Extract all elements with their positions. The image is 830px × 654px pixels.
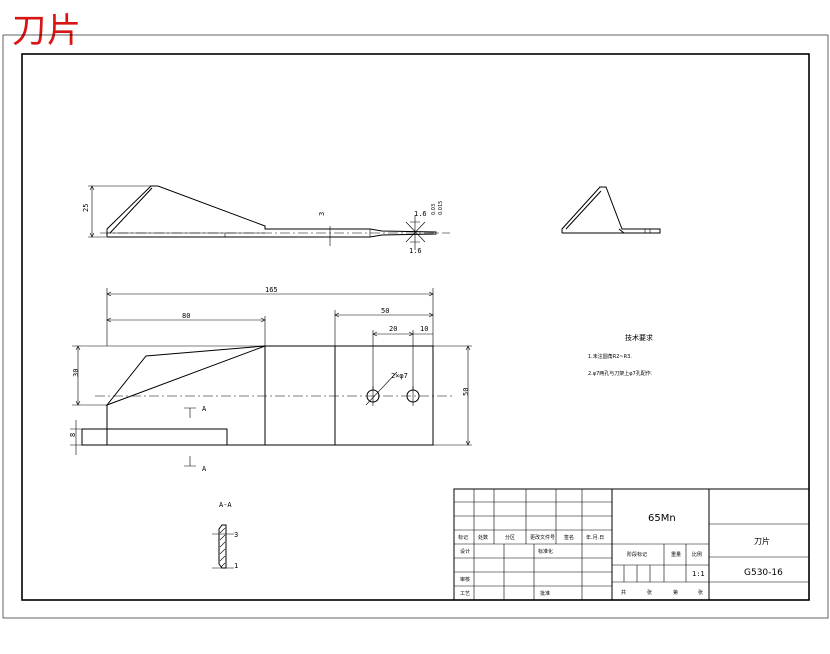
tb-part-name: 刀片 xyxy=(754,536,770,546)
section-mark-bottom: A xyxy=(202,465,207,473)
section-a-a: A-A 3 1 xyxy=(212,501,238,570)
tech-req-heading: 技术要求 xyxy=(625,333,653,342)
tb-sheet-label-3: 张 xyxy=(698,589,703,596)
dim-total-height: 50 xyxy=(462,388,470,396)
dim-hole-edge: 10 xyxy=(420,325,428,333)
tech-requirements: 技术要求 1.未注圆角R2~R3. 2.φ7两孔与刀架上φ7孔配作. xyxy=(588,333,653,377)
tb-row-design: 设计 xyxy=(460,548,470,555)
dim-base-height: 8 xyxy=(69,433,77,437)
plan-view: 2×φ7 165 80 50 20 10 30 8 50 A A xyxy=(69,286,472,473)
sheet-outer-border xyxy=(2,34,829,619)
tb-row-process: 工艺 xyxy=(460,591,470,597)
dim-web-thickness: 3 xyxy=(318,212,326,216)
dim-hole-spacing: 20 xyxy=(389,325,397,333)
dim-blade-length: 80 xyxy=(182,312,190,320)
front-view: 25 3 1.6 1.6 0.03 0.015 xyxy=(82,185,450,255)
title-block: 标记 处数 分区 更改文件号 签名 年.月.日 设计 标准化 审核 工艺 批准 … xyxy=(453,488,810,601)
section-label: A-A xyxy=(219,501,232,509)
title-mark: 刀片 xyxy=(12,11,82,51)
tb-material: 65Mn xyxy=(648,513,676,524)
tb-drawing-number: G530-16 xyxy=(744,568,783,578)
dim-tolerance-1: 0.03 xyxy=(431,204,437,215)
side-view xyxy=(561,186,661,234)
tb-sheet-label-2: 第 xyxy=(673,589,678,596)
tb-header-4: 签名 xyxy=(564,534,574,541)
tech-req-line-1: 1.未注圆角R2~R3. xyxy=(588,353,632,360)
dim-blade-height: 30 xyxy=(72,369,80,377)
tb-header-2: 分区 xyxy=(505,534,515,541)
dim-slot-width: 50 xyxy=(381,307,389,315)
tb-header-3: 更改文件号 xyxy=(530,534,555,541)
tb-sheet-label-0: 共 xyxy=(621,589,626,596)
dim-hole-callout: 2×φ7 xyxy=(391,372,408,380)
dim-total-length: 165 xyxy=(265,286,278,294)
tb-sheet-label-1: 张 xyxy=(647,589,652,596)
section-dim-top: 3 xyxy=(234,531,238,539)
dim-tip-upper: 1.6 xyxy=(414,210,427,218)
dim-tip-lower: 1.6 xyxy=(409,247,422,255)
drawing-frame xyxy=(21,53,810,601)
tb-scale-label: 比例 xyxy=(692,551,702,558)
tb-row-review: 审核 xyxy=(460,576,470,583)
tb-header-1: 处数 xyxy=(478,534,488,541)
section-mark-top: A xyxy=(202,405,207,413)
tb-scale-value: 1:1 xyxy=(692,570,705,578)
dim-tolerance-2: 0.015 xyxy=(438,201,444,215)
tb-header-0: 标记 xyxy=(458,534,468,541)
tb-header-5: 年.月.日 xyxy=(586,534,604,541)
tb-weight-label: 重量 xyxy=(671,551,681,558)
tb-row-approve: 批准 xyxy=(540,590,550,597)
tb-stage-label: 阶段标记 xyxy=(627,551,647,558)
tech-req-line-2: 2.φ7两孔与刀架上φ7孔配作. xyxy=(588,370,653,377)
tb-row-standard: 标准化 xyxy=(538,548,553,555)
section-dim-bottom: 1 xyxy=(234,562,238,570)
dim-front-height: 25 xyxy=(82,204,90,212)
